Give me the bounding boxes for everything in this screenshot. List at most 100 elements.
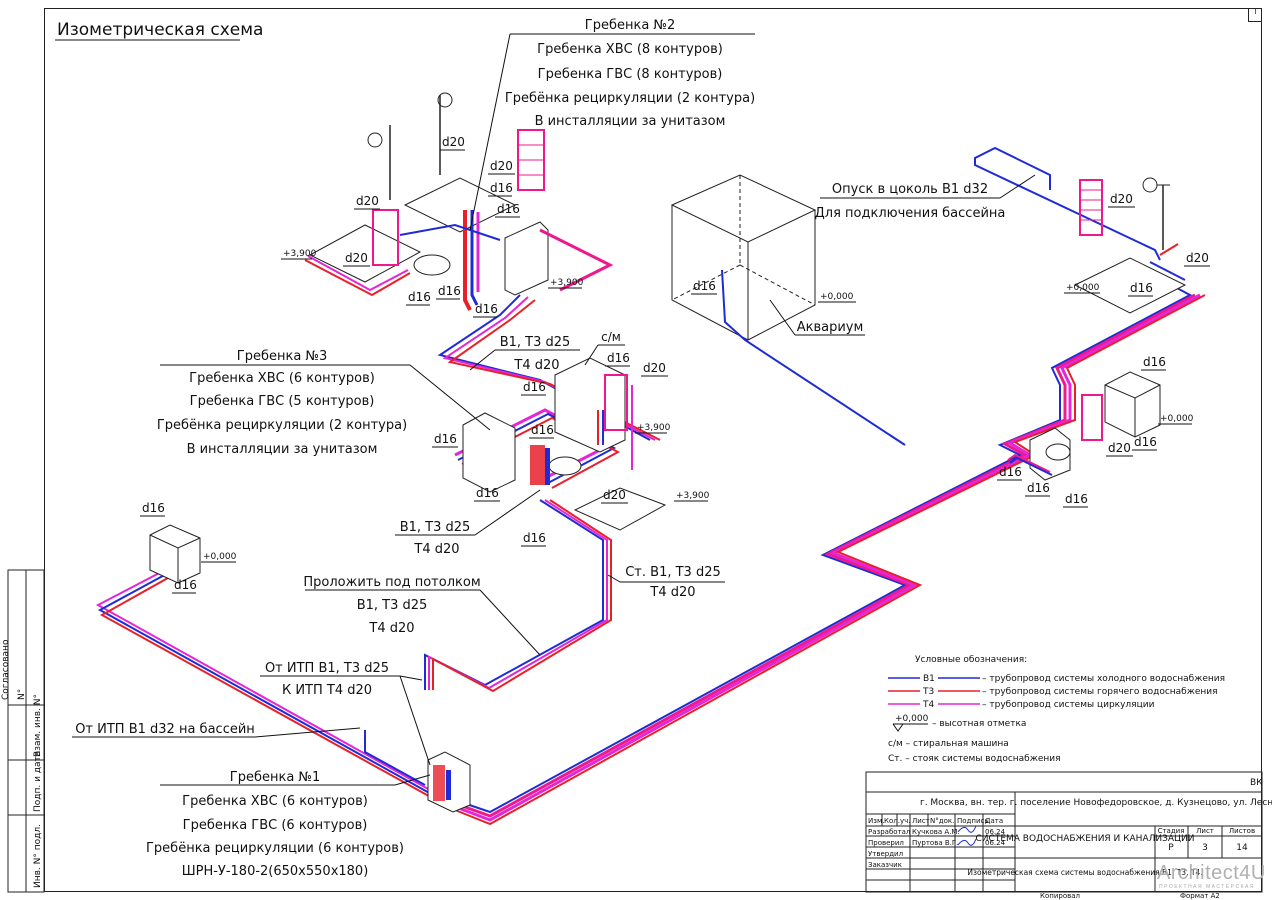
corner-mark: I: [1248, 8, 1262, 22]
manifold-3-line-3: Гребёнка рециркуляции (2 контура): [157, 418, 407, 433]
size-label: d20: [643, 361, 666, 375]
manifold-3-title: Гребенка №3: [237, 349, 327, 364]
legend-t3: Т3: [922, 687, 934, 697]
riser-pipes: [424, 499, 612, 693]
ceiling-line-1: Проложить под потолком: [303, 575, 480, 590]
legend-b1-text: – трубопровод системы холодного водоснаб…: [982, 674, 1225, 684]
size-label: d16: [1143, 355, 1166, 369]
size-label: d16: [475, 302, 498, 316]
size-label: d16: [1065, 492, 1088, 506]
ceiling-line-2: В1, Т3 d25: [357, 598, 428, 613]
title-block: [865, 771, 1263, 893]
manifold-1-callout: Гребенка №1 Гребенка ХВС (6 контуров) Гр…: [146, 770, 431, 879]
manifold-2-title: Гребенка №2: [585, 18, 675, 33]
tb-r2-name: Пуртова В.Г.: [912, 839, 958, 847]
signature-1: [957, 825, 977, 833]
main-pipe-run: [439, 286, 1206, 826]
manifold-1-line-2: Гребенка ГВС (6 контуров): [183, 818, 368, 833]
tb-r4-role: Заказчик: [868, 861, 902, 869]
side-agreed: Согласовано: [1, 639, 11, 700]
size-label: d20: [345, 251, 368, 265]
size-label: d16: [531, 423, 554, 437]
manifold-2-line-1: Гребенка ХВС (8 контуров): [537, 42, 723, 57]
ceiling-callout: Проложить под потолком В1, Т3 d25 Т4 d20: [303, 575, 541, 656]
side-sign: Подп. и дата: [33, 751, 43, 812]
manifold-1-line-4: ШРН-У-180-2(650х550х180): [182, 864, 369, 879]
size-label: d16: [174, 578, 197, 592]
size-label: d16: [1130, 281, 1153, 295]
size-label: d20: [356, 194, 379, 208]
side-inv: Инв. N° подл.: [33, 824, 43, 888]
link-a-line-1: В1, Т3 d25: [500, 335, 571, 350]
pool-supply-pipe: [974, 146, 1186, 281]
tb-sheet-name: Изометрическая схема системы водоснабжен…: [967, 868, 1202, 877]
elevation-marks: +3,900 +3,900 +3,900 +3,900 +0,000 +0,00…: [201, 249, 1194, 563]
size-label: d16: [523, 531, 546, 545]
size-label: d20: [1108, 441, 1131, 455]
size-label: d16: [490, 181, 513, 195]
manifold-1-box: [427, 751, 471, 813]
link-size-callout-a: В1, Т3 d25 Т4 d20: [469, 335, 580, 373]
size-label: d16: [434, 432, 457, 446]
tb-sheet: 3: [1202, 843, 1208, 853]
manifold-3-line-1: Гребенка ХВС (6 контуров): [189, 371, 375, 386]
link-size-callout-b: В1, Т3 d25 Т4 d20: [395, 489, 541, 557]
itp-callout: От ИТП В1, Т3 d25 К ИТП Т4 d20: [260, 661, 431, 766]
legend-riser: Ст. – стояк системы водоснабжения: [888, 754, 1061, 764]
signature-2: [957, 838, 977, 846]
bathroom-right-lower: [1007, 371, 1161, 481]
size-label: d16: [1134, 435, 1157, 449]
size-label: d16: [438, 284, 461, 298]
logo-subtext: ПРОЕКТНАЯ МАСТЕРСКАЯ: [1159, 884, 1255, 890]
pool-drop-callout: Опуск в цоколь В1 d32 Для подключения ба…: [815, 174, 1036, 221]
elevation-mark: +3,900: [676, 491, 710, 501]
legend-elevation-text: – высотная отметка: [932, 719, 1026, 729]
elevation-mark: +0,000: [1066, 283, 1100, 293]
size-label: d16: [693, 279, 716, 293]
elevation-mark: +0,000: [820, 292, 854, 302]
side-repl: Взам. инв. N°: [33, 694, 43, 757]
legend-t4: Т4: [922, 700, 934, 710]
elevation-mark: +3,900: [550, 278, 584, 288]
washbasin-left: [149, 524, 201, 584]
manifold-1-title: Гребенка №1: [230, 770, 320, 785]
legend-title: Условные обозначения:: [915, 655, 1027, 665]
tb-sheets: 14: [1236, 843, 1248, 853]
elevation-mark: +0,000: [203, 552, 237, 562]
manifold-1-line-1: Гребенка ХВС (6 контуров): [182, 794, 368, 809]
tb-format: Формат А2: [1180, 892, 1220, 900]
bathroom-manifold-3: [462, 357, 667, 531]
tb-h-sheet: Лист: [1196, 827, 1214, 835]
logo-text: Architect4U: [1157, 862, 1266, 884]
tb-h-stage: Стадия: [1158, 827, 1185, 835]
manifold-3-line-2: Гребенка ГВС (5 контуров): [190, 394, 375, 409]
title-block-text: ВК г. Москва, вн. тер. г. поселение Ново…: [868, 778, 1272, 900]
ceiling-line-3: Т4 d20: [368, 621, 414, 636]
size-label: d16: [497, 202, 520, 216]
itp-line-2: К ИТП Т4 d20: [282, 683, 372, 698]
size-label: d20: [490, 159, 513, 173]
riser-line-1: Ст. В1, Т3 d25: [625, 565, 721, 580]
legend-t3-text: – трубопровод системы горячего водоснабж…: [982, 687, 1218, 697]
manifold-3-callout: Гребенка №3 Гребенка ХВС (6 контуров) Гр…: [157, 349, 491, 457]
tb-h-list: Лист: [912, 817, 930, 825]
elevation-mark: +3,900: [637, 423, 671, 433]
tb-h-kol: Кол.уч.: [884, 817, 910, 825]
page-title: Изометрическая схема: [57, 20, 263, 40]
drawing-frame: [44, 8, 1262, 892]
tb-r3-role: Утвердил: [868, 850, 903, 858]
pool-drop-line-2: Для подключения бассейна: [815, 206, 1006, 221]
side-n: N°: [17, 689, 27, 700]
link-b-line-2: Т4 d20: [413, 542, 459, 557]
size-label: d20: [1110, 192, 1133, 206]
size-label: d20: [442, 135, 465, 149]
legend-t4-text: – трубопровод системы циркуляции: [982, 700, 1155, 710]
itp-pool-line: От ИТП В1 d32 на бассейн: [75, 722, 255, 737]
tb-h-date: Дата: [985, 817, 1003, 825]
bathroom-right-upper: [1073, 177, 1187, 314]
size-label: d20: [603, 488, 626, 502]
size-label: d20: [1186, 251, 1209, 265]
aquarium-label: Аквариум: [797, 320, 864, 335]
tb-copied: Копировал: [1040, 892, 1080, 900]
